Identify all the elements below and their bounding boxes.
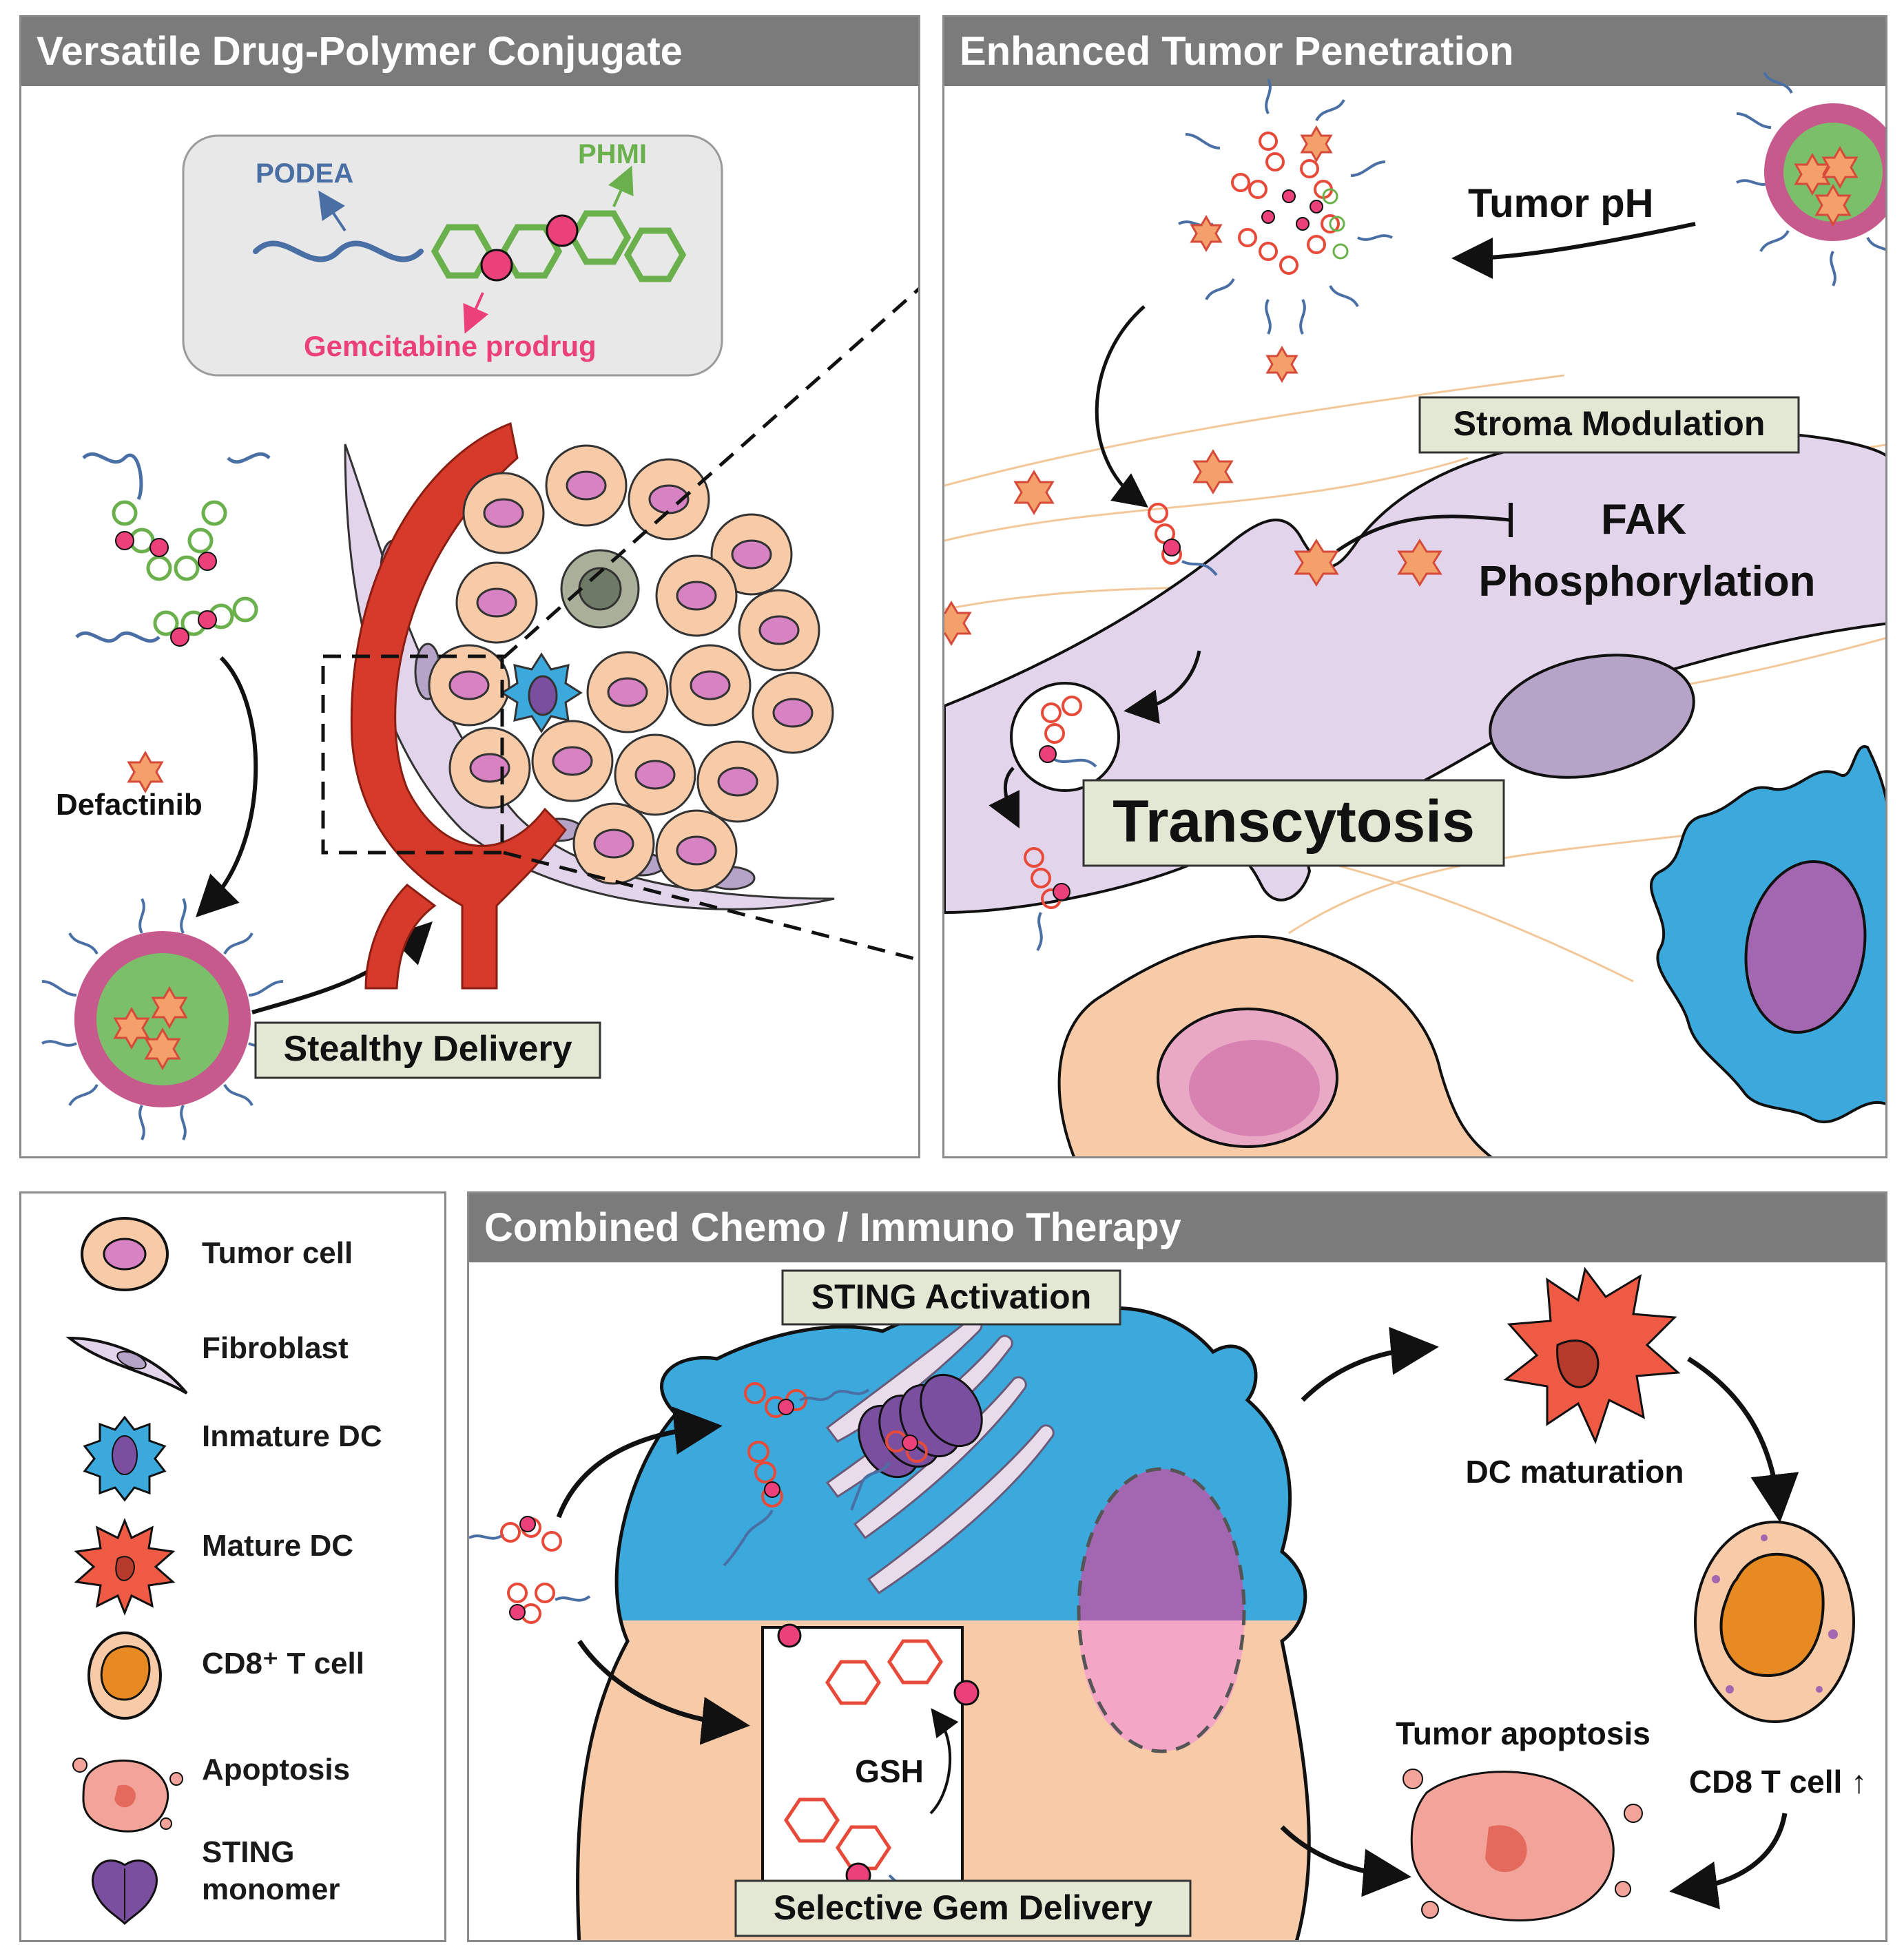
legend-label-t-cell: CD8⁺ T cell	[202, 1647, 364, 1680]
tumor-apoptosis-label: Tumor apoptosis	[1396, 1716, 1651, 1751]
t-cell-kill-arrow	[1669, 1813, 1788, 1910]
stealthy-delivery-box	[254, 1021, 601, 1079]
panel-conjugate: Versatile Drug-Polymer Conjugate PODEA	[19, 15, 920, 1158]
inhibit-arrow	[1336, 514, 1510, 553]
legend-label-fibroblast: Fibroblast	[202, 1331, 349, 1365]
combined-cell	[577, 1305, 1310, 1940]
ph-arrow	[1451, 222, 1696, 279]
fibroblast-icon	[65, 1336, 188, 1395]
uptake-arrow-dc	[556, 1406, 723, 1519]
tumor-ph-label: Tumor pH	[1468, 181, 1654, 226]
phmi-rings	[431, 210, 687, 282]
stroma-modulation-label: Stroma Modulation	[1453, 404, 1766, 443]
transcytosis-box	[1082, 779, 1505, 867]
apoptotic-tumor-cell	[1403, 1769, 1643, 1922]
legend-label-tumor-cell: Tumor cell	[202, 1236, 353, 1270]
stroma-modulation-box	[1418, 396, 1800, 454]
dc-maturation-label: DC maturation	[1466, 1454, 1684, 1490]
legend-icons	[65, 1217, 188, 1926]
fak-label: FAK	[1601, 496, 1686, 543]
uptake-arrow-tumor	[577, 1640, 750, 1745]
legend-label-mature-dc: Mature DC	[202, 1529, 354, 1563]
blood-vessel-branch	[364, 884, 437, 990]
dc-maturation-arrow	[1301, 1326, 1439, 1402]
zoom-line-top	[502, 286, 918, 659]
phosphorylation-label: Phosphorylation	[1478, 558, 1815, 605]
legend-label-monomer: monomer	[202, 1873, 340, 1906]
t-cell-icon	[87, 1631, 162, 1720]
immature-dc-icon	[83, 1415, 167, 1502]
assembly-arrow	[196, 656, 258, 917]
incoming-conjugates	[469, 1516, 591, 1624]
blood-vessel	[350, 421, 567, 990]
prodrug-dot	[480, 249, 513, 282]
selective-gem-delivery-label: Selective Gem Delivery	[774, 1888, 1153, 1927]
defactinib-star-icon	[1294, 539, 1339, 587]
sting-monomer-icon	[92, 1859, 158, 1926]
defactinib-label: Defactinib	[56, 788, 203, 822]
disassembled-micelle	[1178, 79, 1393, 335]
cell-nucleus-outline	[1077, 1467, 1246, 1753]
panel-penetration-title: Enhanced Tumor Penetration	[944, 17, 1885, 86]
free-polymer-chains	[75, 452, 271, 647]
panel-conjugate-title: Versatile Drug-Polymer Conjugate	[21, 17, 918, 86]
tumor-cell-icon	[81, 1217, 169, 1291]
podea-chain	[253, 240, 424, 262]
legend-label-apoptosis: Apoptosis	[202, 1753, 351, 1786]
gsh-cleavage-arrow	[931, 1717, 950, 1813]
mature-dc-icon	[74, 1517, 176, 1616]
prodrug-dot	[546, 214, 579, 247]
zoom-box	[321, 654, 504, 855]
prodrug-label: Gemcitabine prodrug	[304, 330, 597, 362]
phmi-label: PHMI	[578, 139, 647, 169]
nanoparticle-icon	[41, 898, 284, 1140]
defactinib-stars	[944, 125, 1442, 646]
intact-nanoparticle-icon	[1736, 71, 1885, 286]
legend-label-immature-dc: Inmature DC	[202, 1419, 382, 1453]
apoptosis-icon	[72, 1758, 183, 1833]
zoom-line-bottom	[503, 851, 918, 962]
sting-activation-label: STING Activation	[811, 1278, 1092, 1316]
polymer-structure-box: PODEA PHMI Gemcitabine prodrug	[182, 134, 723, 377]
chemo-apoptosis-arrow	[1280, 1825, 1411, 1897]
stealthy-delivery-label: Stealthy Delivery	[283, 1029, 572, 1069]
conjugate-illustration: PODEA PHMI Gemcitabine prodrug Defactini…	[41, 134, 918, 1140]
fibroblast-nucleus	[1489, 654, 1695, 779]
t-cell-activation-arrow	[1687, 1357, 1799, 1523]
gsh-label: GSH	[855, 1753, 924, 1789]
panel-penetration: Enhanced Tumor Penetration	[942, 15, 1887, 1158]
sting-activation-box	[781, 1269, 1121, 1326]
panel-therapy-title: Combined Chemo / Immuno Therapy	[469, 1193, 1885, 1262]
legend-label-sting: STING	[202, 1835, 295, 1869]
tumor-cell-cluster	[428, 444, 834, 892]
mature-dc	[1503, 1266, 1681, 1445]
entering-conjugate	[1148, 503, 1218, 576]
defactinib-star-icon	[127, 750, 164, 794]
podea-label: PODEA	[256, 158, 353, 189]
vesicle-arrow	[1124, 650, 1201, 724]
penetration-illustration: Tumor pH Stroma Modulation FAK Phosphory…	[944, 71, 1885, 1156]
legend-panel: Tumor cell Fibroblast Inmature DC Mature…	[19, 1191, 446, 1942]
internalize-arrow	[1095, 305, 1148, 508]
exocytosis-arrow	[989, 767, 1020, 828]
exiting-conjugate	[1024, 847, 1070, 952]
cd8-t-cell-label: CD8 T cell ↑	[1689, 1764, 1867, 1800]
selective-gem-delivery-box	[734, 1879, 1192, 1937]
transcytosis-label: Transcytosis	[1113, 789, 1475, 855]
panel-therapy: Combined Chemo / Immuno Therapy	[467, 1191, 1887, 1942]
therapy-illustration: GSH STING Activation Selective Gem Deliv…	[469, 1266, 1867, 1940]
cd8-t-cell	[1694, 1521, 1855, 1723]
